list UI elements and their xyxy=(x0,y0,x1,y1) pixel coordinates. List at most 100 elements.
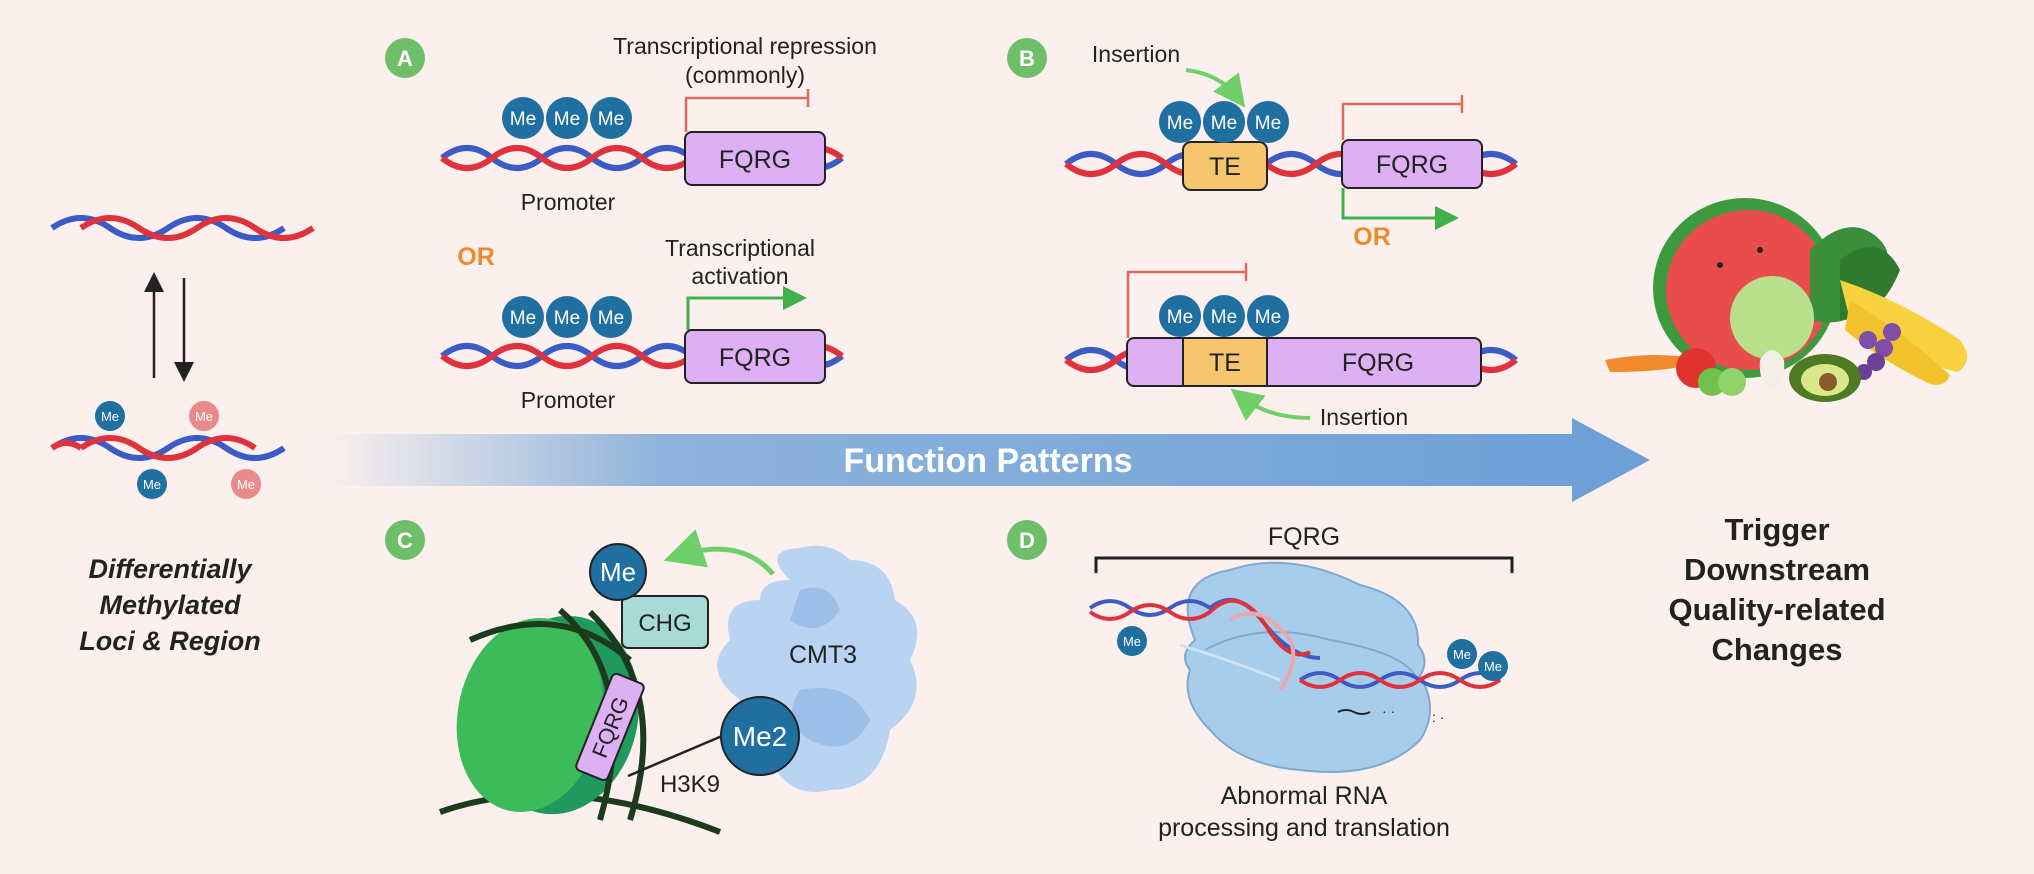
svg-text:Me: Me xyxy=(598,308,624,329)
panel-d-caption: processing and translation xyxy=(1158,814,1450,842)
me2-mark: Me2 xyxy=(720,696,800,776)
or-label: OR xyxy=(1353,223,1391,251)
gene-box-fqrg: FQRG xyxy=(684,329,826,384)
repression-label: Transcriptional repression xyxy=(613,33,877,59)
dna-methylated xyxy=(50,435,286,461)
methyl-mark: Me xyxy=(1159,295,1201,337)
left-caption-line: Differentially xyxy=(88,554,253,584)
h3k9-label: H3K9 xyxy=(660,771,720,798)
produce-illustration xyxy=(1605,198,1968,402)
svg-text:Me: Me xyxy=(1211,113,1237,134)
svg-text:FQRG: FQRG xyxy=(719,146,791,174)
badge-a: A xyxy=(385,38,425,78)
banner-label: Function Patterns xyxy=(843,442,1132,480)
gene-box-fqrg: FQRG xyxy=(575,672,645,782)
fqrg-span-label: FQRG xyxy=(1268,523,1340,551)
svg-text:Me: Me xyxy=(510,109,536,130)
right-caption-line: Quality-related xyxy=(1668,592,1885,627)
peptide-fragment xyxy=(1337,709,1371,715)
methyl-transfer-arrow xyxy=(663,529,775,576)
insertion-arrow xyxy=(1230,388,1311,421)
te-box: TE xyxy=(1182,141,1268,191)
svg-text:C: C xyxy=(397,528,413,553)
svg-text:FQRG: FQRG xyxy=(1376,151,1448,179)
left-column: Me Me Me Me Differentially Methylated Lo… xyxy=(50,215,315,656)
methyl-mark: Me xyxy=(502,296,544,338)
methyl-mark: Me xyxy=(502,97,544,139)
methyl-mark: Me xyxy=(1247,295,1289,337)
mrna-strand xyxy=(1088,598,1502,692)
svg-text:D: D xyxy=(1019,528,1035,553)
svg-text:FQRG: FQRG xyxy=(1342,349,1414,377)
repression-arrow xyxy=(1341,102,1462,140)
methyl-mark: Me xyxy=(95,401,125,431)
badge-b: B xyxy=(1007,38,1047,78)
svg-text:Me: Me xyxy=(1167,113,1193,134)
svg-text:Me: Me xyxy=(1484,659,1502,674)
methyl-mark: Me xyxy=(546,97,588,139)
svg-text:Me: Me xyxy=(1255,113,1281,134)
methyl-mark: Me xyxy=(590,296,632,338)
h3k9-tail xyxy=(627,734,723,778)
panel-d: D FQRG · · : · Me Me Me Abnormal RNA pro… xyxy=(1007,520,1514,842)
promoter-label: Promoter xyxy=(521,189,616,215)
svg-text:Me: Me xyxy=(554,308,580,329)
svg-text:Me: Me xyxy=(1211,307,1237,328)
insertion-label: Insertion xyxy=(1320,404,1408,430)
svg-text:Me: Me xyxy=(143,477,161,492)
activation-arrow xyxy=(1341,188,1459,230)
insertion-arrow xyxy=(1185,68,1246,108)
right-caption-line: Changes xyxy=(1712,632,1843,667)
panel-b: B Insertion TE Me Me Me FQRG OR FQRG TE … xyxy=(1007,38,1518,430)
methyl-mark: Me xyxy=(590,97,632,139)
svg-text:Me: Me xyxy=(510,308,536,329)
right-caption: Trigger Downstream Quality-related Chang… xyxy=(1668,512,1885,667)
left-caption-line: Loci & Region xyxy=(79,626,261,656)
fqrg-bracket xyxy=(1094,556,1514,573)
methyl-mark: Me xyxy=(1478,651,1508,681)
dna-unmethylated xyxy=(50,215,315,241)
svg-text:B: B xyxy=(1019,46,1035,71)
methyl-mark: Me xyxy=(1203,295,1245,337)
svg-text:Me: Me xyxy=(600,557,636,587)
function-patterns-banner: Function Patterns xyxy=(325,418,1650,502)
insertion-label: Insertion xyxy=(1092,41,1180,67)
gene-box-fqrg: FQRG xyxy=(1126,337,1482,387)
methyl-mark: Me xyxy=(546,296,588,338)
equilibrium-arrows xyxy=(144,272,194,382)
svg-text:Me: Me xyxy=(1167,307,1193,328)
methyl-mark: Me xyxy=(589,543,647,601)
activation-label: Transcriptional xyxy=(665,235,815,261)
peptide-fragment: · · xyxy=(1382,703,1395,719)
svg-text:Me: Me xyxy=(1453,647,1471,662)
te-box: TE xyxy=(1182,337,1268,387)
methyl-mark: Me xyxy=(1447,639,1477,669)
gene-box-fqrg: FQRG xyxy=(1341,139,1483,189)
svg-text:Me: Me xyxy=(554,109,580,130)
peptide-fragment: : · xyxy=(1432,709,1444,725)
svg-text:TE: TE xyxy=(1209,349,1241,377)
svg-text:Me2: Me2 xyxy=(733,721,787,752)
svg-text:Me: Me xyxy=(195,409,213,424)
svg-text:Me: Me xyxy=(1255,307,1281,328)
methyl-mark: Me xyxy=(1203,101,1245,143)
panel-c: C CMT3 FQRG CHG Me Me2 H3K9 xyxy=(385,520,918,835)
badge-c: C xyxy=(385,520,425,560)
panel-d-caption: Abnormal RNA xyxy=(1221,782,1388,810)
left-caption-line: Methylated xyxy=(99,590,241,620)
or-label: OR xyxy=(457,243,495,271)
svg-text:Me: Me xyxy=(101,409,119,424)
gene-box-fqrg: FQRG xyxy=(684,131,826,186)
methyl-mark: Me xyxy=(189,401,219,431)
svg-text:TE: TE xyxy=(1209,153,1241,181)
repression-arrow xyxy=(684,96,808,132)
svg-text:Me: Me xyxy=(237,477,255,492)
activation-label: activation xyxy=(691,263,788,289)
svg-text:Me: Me xyxy=(598,109,624,130)
repression-label: (commonly) xyxy=(685,62,805,88)
promoter-label: Promoter xyxy=(521,387,616,413)
cmt3-label: CMT3 xyxy=(789,641,857,669)
activation-arrow xyxy=(686,286,807,330)
methyl-mark: Me xyxy=(231,469,261,499)
svg-text:A: A xyxy=(397,46,413,71)
